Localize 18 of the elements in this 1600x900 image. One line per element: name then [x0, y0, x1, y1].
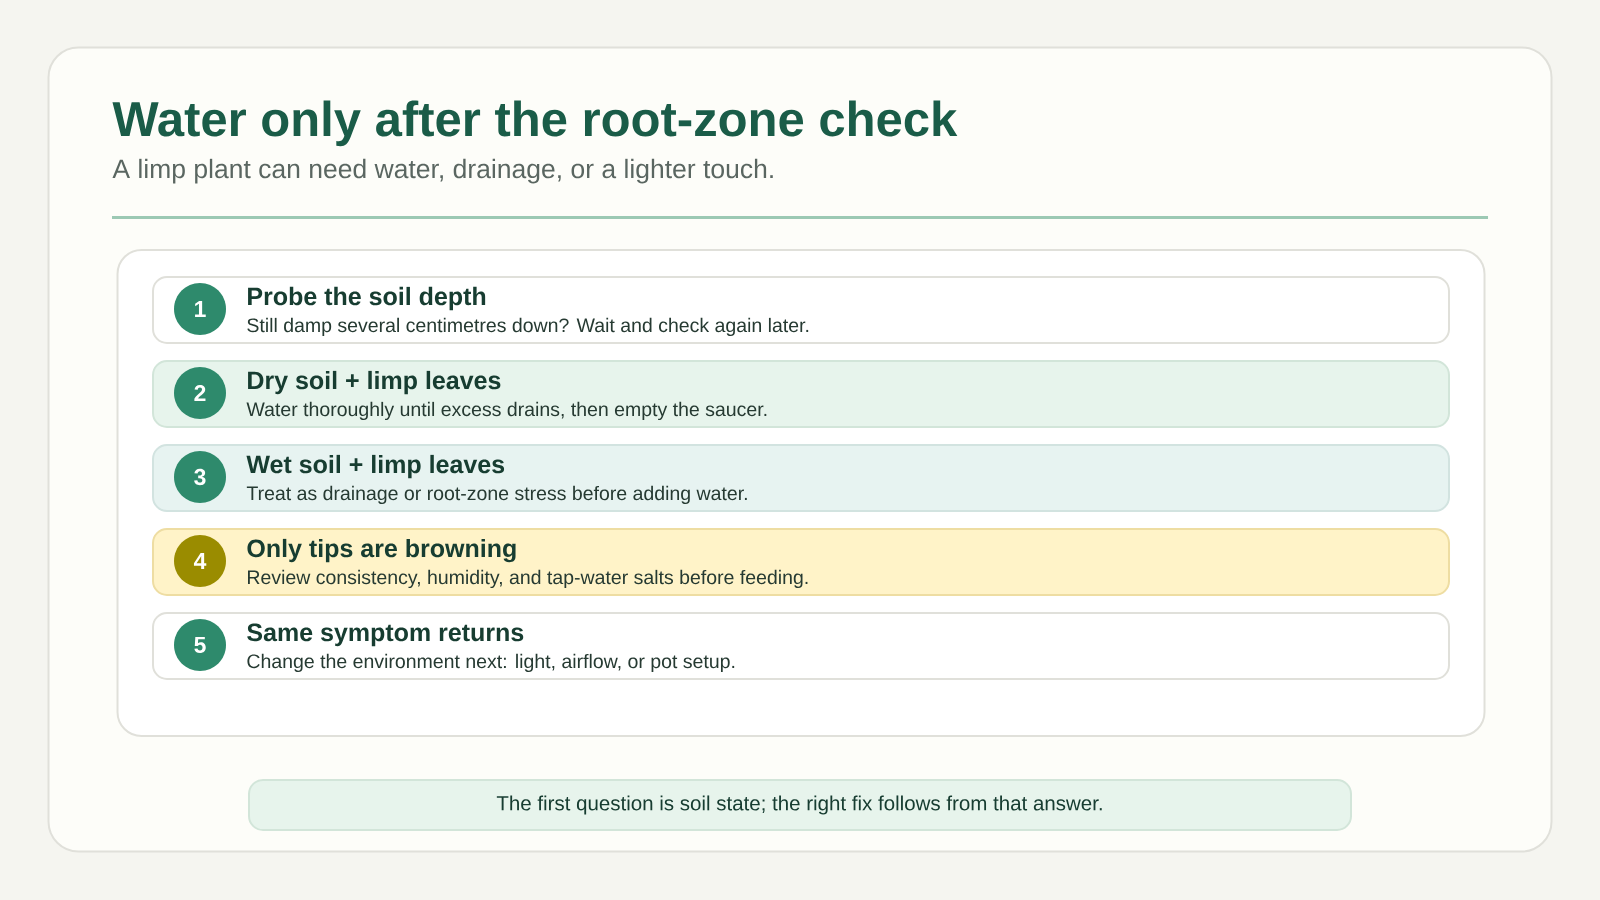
step-heading: Same symptom returns: [247, 623, 524, 647]
step-description: Water thoroughly until excess drains, then empty the saucer.: [246, 401, 767, 421]
step-number: 3: [174, 451, 226, 503]
note-box: The first question is soil state; the right fix follows from that answer.: [248, 779, 1352, 831]
step-number: 1: [174, 283, 226, 335]
step-number: 2: [174, 367, 226, 419]
step-heading: Only tips are browning: [247, 538, 516, 563]
step-heading: Dry soil + limp leaves: [248, 370, 501, 395]
step-description: Change the environment next: light, airflow, or pot setup.: [247, 653, 735, 673]
title: Water only after the root-zone check: [112, 100, 958, 147]
step-number: 5: [174, 619, 226, 671]
subtitle: A limp plant can need water, drainage, or a lighter touch.: [112, 158, 773, 184]
step-heading: Probe the soil depth: [248, 286, 486, 311]
step-description: Still damp several centimetres down? Wait and check again later.: [247, 317, 809, 337]
step-description: Treat as drainage or root-zone stress before adding water.: [246, 485, 747, 505]
step-description: Review consistency, humidity, and tap-water salts before feeding.: [248, 569, 808, 589]
step-heading: Wet soil + limp leaves: [246, 454, 505, 479]
step-number: 4: [174, 535, 226, 587]
